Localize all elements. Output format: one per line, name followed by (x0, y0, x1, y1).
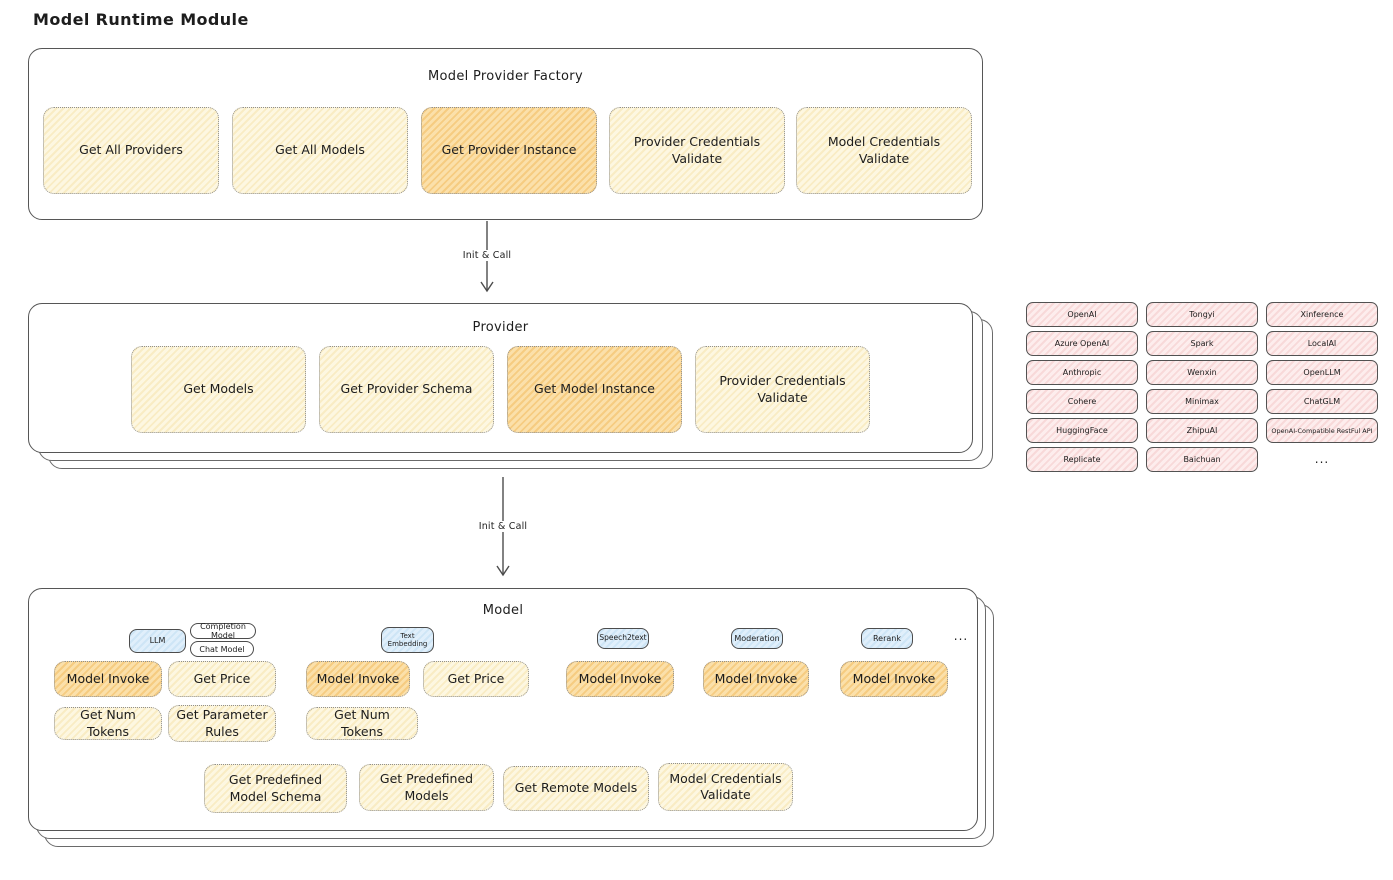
model-op-get-price-llm: Get Price (168, 661, 276, 697)
model-op-invoke-rerank: Model Invoke (840, 661, 948, 697)
provider-chip-minimax: Minimax (1146, 389, 1258, 414)
model-op-get-predefined-models: Get Predefined Models (359, 764, 494, 811)
provider-chip-azure-openai: Azure OpenAI (1026, 331, 1138, 356)
provider-chip-baichuan: Baichuan (1146, 447, 1258, 472)
diagram-title: Model Runtime Module (33, 10, 249, 29)
model-op-model-credentials-validate: Model Credentials Validate (658, 763, 793, 811)
model-op-invoke-moderation: Model Invoke (703, 661, 809, 697)
model-type-llm: LLM (129, 629, 186, 653)
factory-box-get-all-providers: Get All Providers (43, 107, 219, 194)
provider-box-provider-credentials-validate: Provider Credentials Validate (695, 346, 870, 433)
provider-box-get-provider-schema: Get Provider Schema (319, 346, 494, 433)
model-op-invoke-speech2text: Model Invoke (566, 661, 674, 697)
model-container: Model LLM Completion Model Chat Model Te… (28, 588, 978, 831)
provider-chip-more: ... (1314, 452, 1330, 466)
factory-box-provider-credentials-validate: Provider Credentials Validate (609, 107, 785, 194)
model-op-get-remote-models: Get Remote Models (503, 766, 649, 811)
provider-chip-tongyi: Tongyi (1146, 302, 1258, 327)
init-call-label-2: Init & Call (471, 521, 535, 532)
provider-chip-xinference: Xinference (1266, 302, 1378, 327)
factory-box-model-credentials-validate: Model Credentials Validate (796, 107, 972, 194)
provider-chip-spark: Spark (1146, 331, 1258, 356)
provider-chip-huggingface: HuggingFace (1026, 418, 1138, 443)
model-title: Model (482, 603, 524, 618)
provider-chip-anthropic: Anthropic (1026, 360, 1138, 385)
provider-chip-chatglm: ChatGLM (1266, 389, 1378, 414)
model-type-text-embedding: Text Embedding (381, 627, 434, 653)
model-op-get-parameter-rules: Get Parameter Rules (168, 705, 276, 742)
model-op-invoke-text-embedding: Model Invoke (306, 661, 410, 697)
model-type-chat-model: Chat Model (190, 641, 254, 657)
model-type-rerank: Rerank (861, 628, 913, 649)
provider-title: Provider (472, 320, 529, 335)
model-op-invoke-llm: Model Invoke (54, 661, 162, 697)
init-call-label-1: Init & Call (455, 250, 519, 261)
provider-chip-openllm: OpenLLM (1266, 360, 1378, 385)
provider-box-get-models: Get Models (131, 346, 306, 433)
model-type-speech2text: Speech2text (597, 628, 649, 649)
provider-container: Provider Get Models Get Provider Schema … (28, 303, 973, 453)
provider-box-get-model-instance: Get Model Instance (507, 346, 682, 433)
factory-box-get-provider-instance: Get Provider Instance (421, 107, 597, 194)
provider-chip-localai: LocalAI (1266, 331, 1378, 356)
provider-chip-replicate: Replicate (1026, 447, 1138, 472)
model-type-moderation: Moderation (731, 628, 783, 649)
model-op-get-predefined-model-schema: Get Predefined Model Schema (204, 764, 347, 813)
model-op-get-num-tokens-text-embedding: Get Num Tokens (306, 707, 418, 740)
model-op-get-num-tokens-llm: Get Num Tokens (54, 707, 162, 740)
provider-chip-cohere: Cohere (1026, 389, 1138, 414)
provider-chip-openai: OpenAI (1026, 302, 1138, 327)
model-type-completion-model: Completion Model (190, 622, 256, 640)
factory-title: Model Provider Factory (428, 69, 583, 84)
provider-chip-wenxin: Wenxin (1146, 360, 1258, 385)
model-provider-factory-container: Model Provider Factory Get All Providers… (28, 48, 983, 220)
provider-chip-zhipuai: ZhipuAI (1146, 418, 1258, 443)
provider-chip-openai-compatible-restful-api: OpenAI-Compatible RestFul API (1266, 418, 1378, 443)
factory-box-get-all-models: Get All Models (232, 107, 408, 194)
model-op-get-price-text-embedding: Get Price (423, 661, 529, 697)
model-type-more: ... (953, 629, 969, 643)
